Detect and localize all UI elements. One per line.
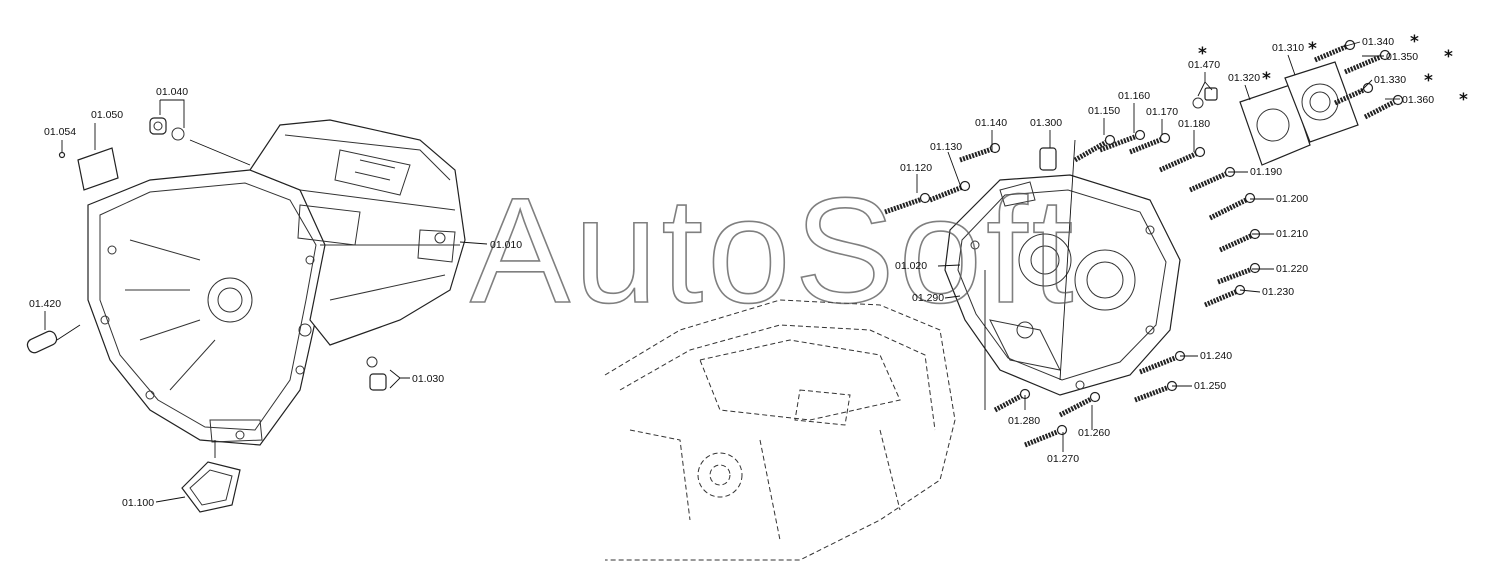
part-label-01054: 01.054 bbox=[44, 126, 76, 138]
part-label-01160: 01.160 bbox=[1118, 90, 1150, 102]
part-label-01320: 01.320 bbox=[1228, 72, 1260, 84]
bolt-head bbox=[1379, 49, 1391, 61]
small-plug bbox=[1204, 87, 1218, 101]
bolt-shank bbox=[1158, 149, 1202, 173]
bolt-shank bbox=[1099, 132, 1141, 153]
part-label-01420: 01.420 bbox=[29, 298, 61, 310]
bolt-shank bbox=[1134, 383, 1173, 403]
part-label-01470: 01.470 bbox=[1188, 59, 1220, 71]
asterisk-01470: * bbox=[1198, 44, 1207, 64]
bolt-shank bbox=[1333, 85, 1370, 106]
bolt-shank bbox=[1129, 135, 1166, 155]
asterisk-01310: * bbox=[1308, 39, 1317, 59]
bolt-shank bbox=[1073, 137, 1112, 163]
part-label-01300: 01.300 bbox=[1030, 117, 1062, 129]
part-label-01190: 01.190 bbox=[1250, 166, 1282, 178]
bolt-shank bbox=[1204, 287, 1241, 308]
asterisk-01360: * bbox=[1459, 90, 1468, 110]
asterisk-01350: * bbox=[1444, 47, 1453, 67]
part-label-01340: 01.340 bbox=[1362, 36, 1394, 48]
bolt-shank bbox=[1363, 97, 1400, 120]
part-label-01150: 01.150 bbox=[1088, 105, 1120, 117]
asterisk-01320: * bbox=[1262, 69, 1271, 89]
part-label-01280: 01.280 bbox=[1008, 415, 1040, 427]
rear-cover-gasket bbox=[1239, 84, 1311, 166]
part-label-01020: 01.020 bbox=[895, 260, 927, 272]
bolt-shank bbox=[1188, 169, 1232, 193]
part-number-labels: 01.054 01.050 01.040 01.010 01.420 01.03… bbox=[29, 36, 1434, 509]
rear-cover-plate bbox=[1284, 61, 1359, 143]
leader-lines bbox=[44, 41, 1400, 503]
part-label-01270: 01.270 bbox=[1047, 453, 1079, 465]
asterisk-01330: * bbox=[1424, 71, 1433, 91]
part-label-01350: 01.350 bbox=[1386, 51, 1418, 63]
bolt-head bbox=[1159, 132, 1171, 144]
bolt-shank bbox=[1208, 195, 1252, 221]
bolt-shank bbox=[1314, 42, 1351, 63]
bolt-head bbox=[989, 142, 1001, 154]
bolt-head bbox=[1089, 391, 1101, 403]
part-label-01360: 01.360 bbox=[1402, 94, 1434, 106]
part-label-01290: 01.290 bbox=[912, 292, 944, 304]
bolt-set bbox=[884, 39, 1404, 448]
part-label-01200: 01.200 bbox=[1276, 193, 1308, 205]
part-label-01010: 01.010 bbox=[490, 239, 522, 251]
rear-cover-parts bbox=[1039, 61, 1359, 171]
cover-plate bbox=[77, 147, 119, 191]
pin bbox=[58, 151, 66, 159]
part-label-01230: 01.230 bbox=[1262, 286, 1294, 298]
asterisk-01340: * bbox=[1410, 32, 1419, 52]
part-label-01260: 01.260 bbox=[1078, 427, 1110, 439]
part-label-01100: 01.100 bbox=[122, 497, 154, 509]
bolt-shank bbox=[1139, 353, 1181, 375]
part-label-01310: 01.310 bbox=[1272, 42, 1304, 54]
part-label-01140: 01.140 bbox=[975, 117, 1007, 129]
bolt-head bbox=[1362, 82, 1374, 94]
small-parts-left bbox=[26, 117, 387, 513]
gearbox-housing-left bbox=[87, 119, 466, 446]
part-label-01040: 01.040 bbox=[156, 86, 188, 98]
watermark: AutoSoft bbox=[470, 166, 1077, 334]
rear-housing bbox=[944, 174, 1181, 396]
bolt-shank bbox=[1217, 265, 1256, 285]
asterisk-markers: * * * * * * * bbox=[1198, 32, 1468, 110]
part-label-01330: 01.330 bbox=[1374, 74, 1406, 86]
bolt-shank bbox=[1058, 394, 1097, 418]
part-label-01210: 01.210 bbox=[1276, 228, 1308, 240]
bolt-head bbox=[1134, 129, 1146, 141]
part-label-01240: 01.240 bbox=[1200, 350, 1232, 362]
part-label-01050: 01.050 bbox=[91, 109, 123, 121]
bolt-head bbox=[1392, 94, 1404, 106]
part-label-01170: 01.170 bbox=[1146, 106, 1178, 118]
part-label-01250: 01.250 bbox=[1194, 380, 1226, 392]
part-label-01220: 01.220 bbox=[1276, 263, 1308, 275]
part-label-01120: 01.120 bbox=[900, 162, 932, 174]
bolt-head bbox=[1194, 146, 1206, 158]
bolt-shank bbox=[959, 145, 996, 163]
part-label-01130: 01.130 bbox=[930, 141, 962, 153]
bolt-shank bbox=[884, 195, 926, 215]
drain-plug bbox=[369, 373, 387, 391]
part-label-01180: 01.180 bbox=[1178, 118, 1210, 130]
bolt-shank bbox=[993, 391, 1027, 413]
bolt-head bbox=[1249, 262, 1261, 274]
sleeve bbox=[1039, 147, 1057, 171]
bolt-shank bbox=[1218, 231, 1257, 253]
plug bbox=[149, 117, 167, 135]
phantom-housing bbox=[604, 299, 956, 561]
dowel-pin bbox=[26, 330, 58, 354]
bolt-head bbox=[1244, 192, 1256, 204]
bolt-shank bbox=[1024, 427, 1063, 448]
bolt-shank bbox=[1344, 52, 1386, 75]
part-label-01030: 01.030 bbox=[412, 373, 444, 385]
bolt-head bbox=[1056, 424, 1068, 436]
